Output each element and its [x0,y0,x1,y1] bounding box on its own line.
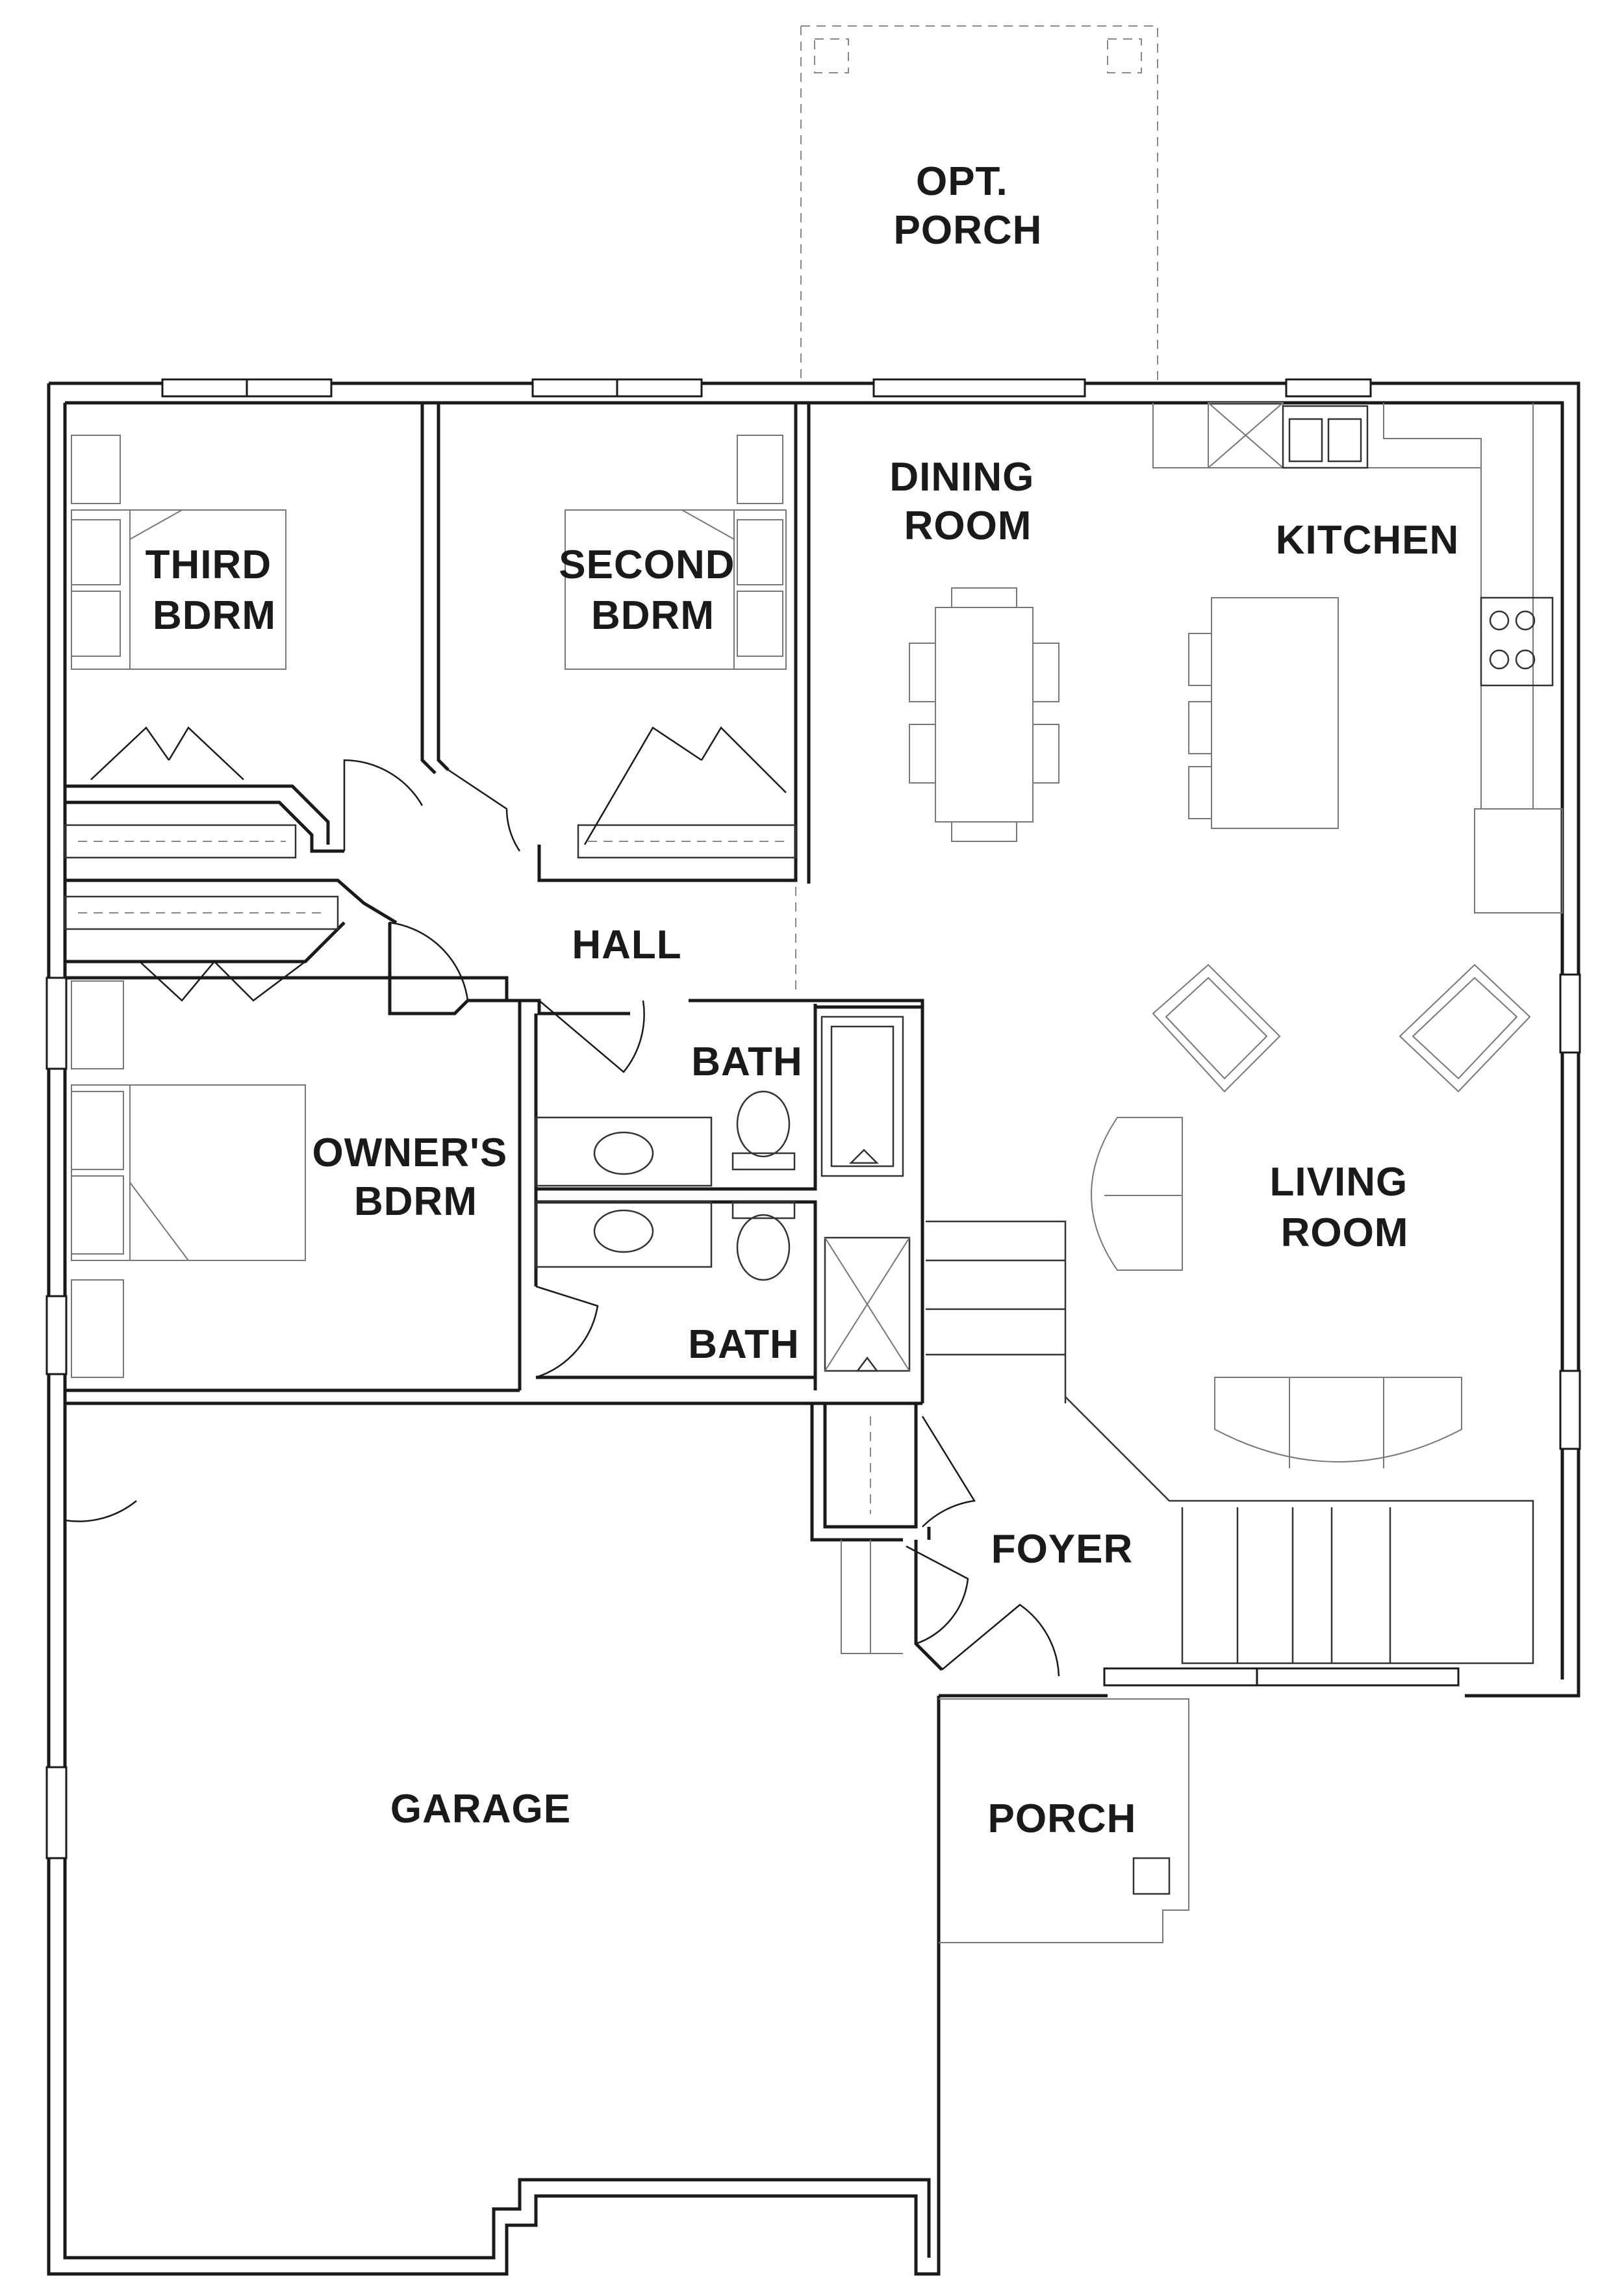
opt-porch-outline [800,25,1158,383]
top-windows [161,378,1372,398]
closet-shelves [64,824,797,930]
hall-label: HALL [572,923,681,967]
third-bdrm-label: THIRD BDRM [146,543,284,638]
beds [71,435,787,1378]
room-labels: OPT. PORCH DINING ROOM KITCHEN THIRD BDR… [146,159,1460,1841]
second-bdrm-label: SECOND BDRM [559,543,747,638]
owners-bdrm-label: OWNER'S BDRM [312,1130,520,1224]
opt-porch-label: OPT. PORCH [894,159,1043,253]
garage-label: GARAGE [390,1787,571,1832]
interior-walls [65,403,943,1671]
kitchen-fixtures [1152,402,1563,913]
kitchen-label: KITCHEN [1276,518,1460,563]
closet-doors [90,726,787,1002]
foyer-label: FOYER [991,1527,1134,1572]
living-room-label: LIVING ROOM [1270,1160,1420,1255]
living-furniture [1091,964,1531,1468]
stairs [841,1220,1534,1665]
bath-fixtures [535,1015,911,1372]
side-windows [45,973,1581,1859]
swing-doors [64,759,1060,1677]
porch-label: PORCH [988,1796,1137,1841]
bath-lower-label: BATH [688,1322,800,1367]
dining-table [909,587,1059,842]
porch-outline [939,1698,1189,1943]
dining-room-label: DINING ROOM [889,455,1046,548]
bath-upper-label: BATH [691,1040,803,1084]
